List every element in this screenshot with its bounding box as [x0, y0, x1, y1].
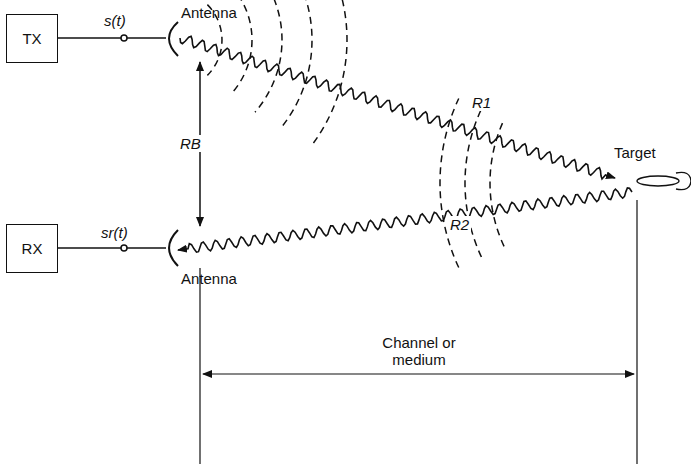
antenna-label: Antenna — [181, 270, 237, 287]
feed-wire — [58, 247, 166, 249]
wave-path — [180, 36, 615, 179]
wavefront — [281, 0, 312, 128]
wavefront — [255, 0, 282, 112]
wavefront — [465, 109, 481, 257]
antenna-dish — [169, 230, 178, 266]
reference-line — [636, 200, 637, 464]
range-label: R2 — [448, 216, 471, 233]
wavefront — [440, 98, 459, 267]
box-label: RX — [22, 240, 43, 257]
channel-label: Channel or medium — [364, 334, 474, 369]
terminal — [121, 35, 127, 41]
reference-line — [199, 268, 200, 464]
range-label: R1 — [470, 94, 493, 111]
system-box: RX — [6, 224, 58, 273]
channel-arrow — [203, 373, 634, 374]
baseline-label: RB — [178, 135, 203, 152]
antenna-dish — [169, 22, 178, 56]
target-aircraft — [676, 172, 691, 189]
target-aircraft — [637, 176, 679, 186]
target-label: Target — [614, 144, 656, 161]
signal-name: sr(t) — [101, 224, 128, 241]
system-box: TX — [6, 14, 58, 63]
wave-path — [178, 188, 632, 252]
signal-name: s(t) — [104, 12, 126, 29]
feed-wire — [58, 37, 166, 39]
wavefront — [312, 0, 347, 145]
box-label: TX — [22, 30, 41, 47]
antenna-label: Antenna — [181, 4, 237, 21]
terminal — [121, 245, 127, 251]
